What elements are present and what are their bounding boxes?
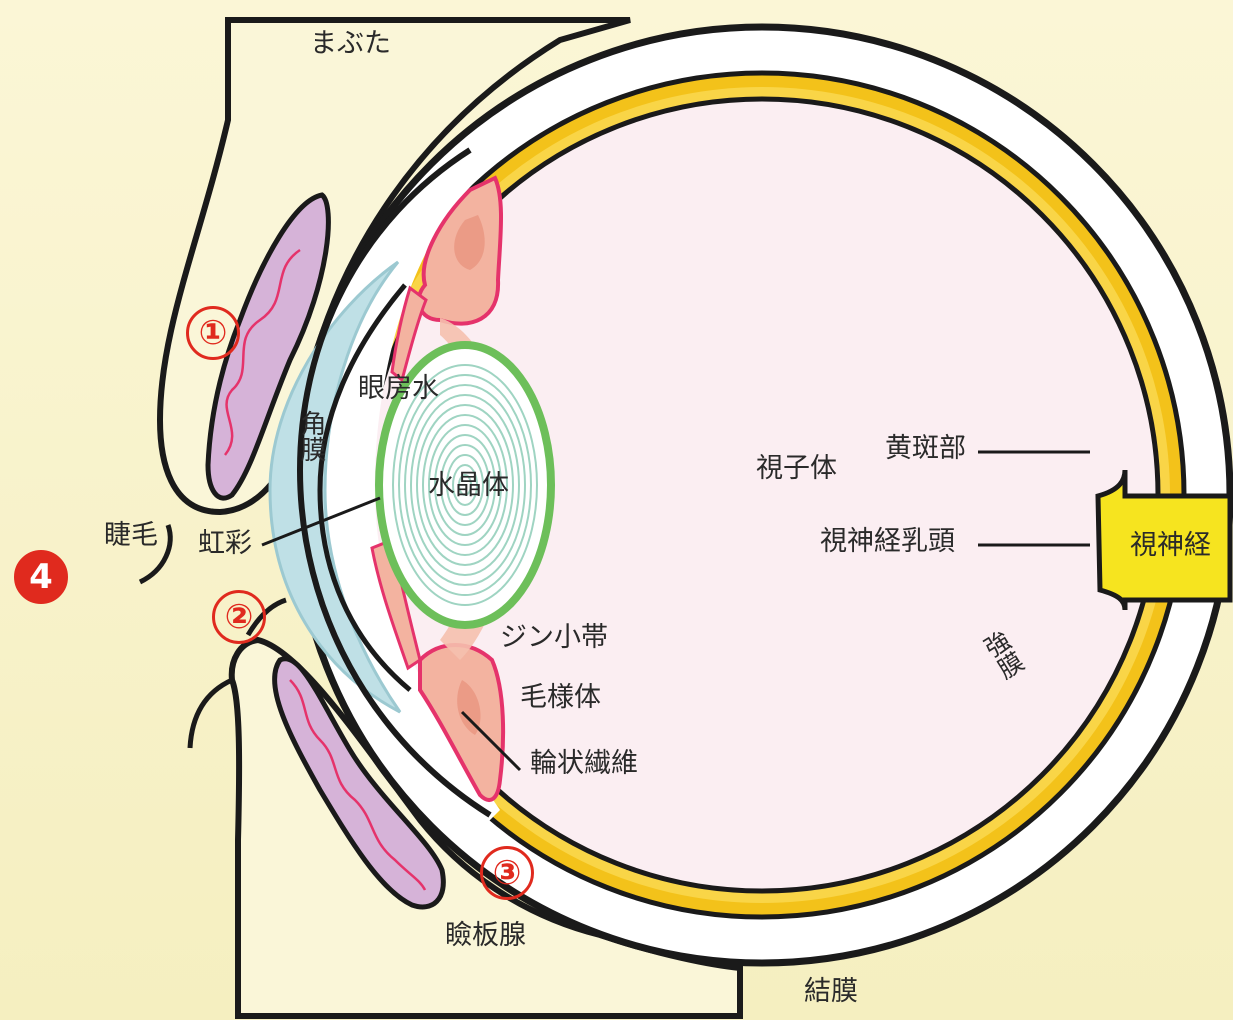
label-eyelid: まぶた: [310, 30, 391, 57]
label-meibomian: 瞼板腺: [445, 922, 526, 949]
marker-1: ①: [186, 306, 240, 360]
label-ciliary-body: 毛様体: [520, 684, 601, 711]
label-optic-disc: 視神経乳頭: [820, 528, 955, 555]
label-macula: 黄斑部: [885, 435, 966, 462]
marker-3: ③: [480, 846, 534, 900]
label-optic-nerve: 視神経: [1130, 532, 1211, 559]
label-aqueous: 眼房水: [358, 375, 439, 402]
label-ciliary-muscle: 輪状繊維: [530, 750, 638, 777]
label-conjunctiva: 結膜: [804, 978, 858, 1005]
label-iris: 虹彩: [198, 530, 252, 557]
label-zonule: ジン小帯: [500, 624, 608, 651]
label-lens: 水晶体: [428, 472, 509, 499]
marker-4: 4: [14, 550, 68, 604]
marker-2: ②: [212, 590, 266, 644]
label-vitreous: 視子体: [756, 455, 837, 482]
label-cornea: 角膜: [298, 410, 324, 462]
label-eyelashes: 睫毛: [104, 522, 158, 549]
